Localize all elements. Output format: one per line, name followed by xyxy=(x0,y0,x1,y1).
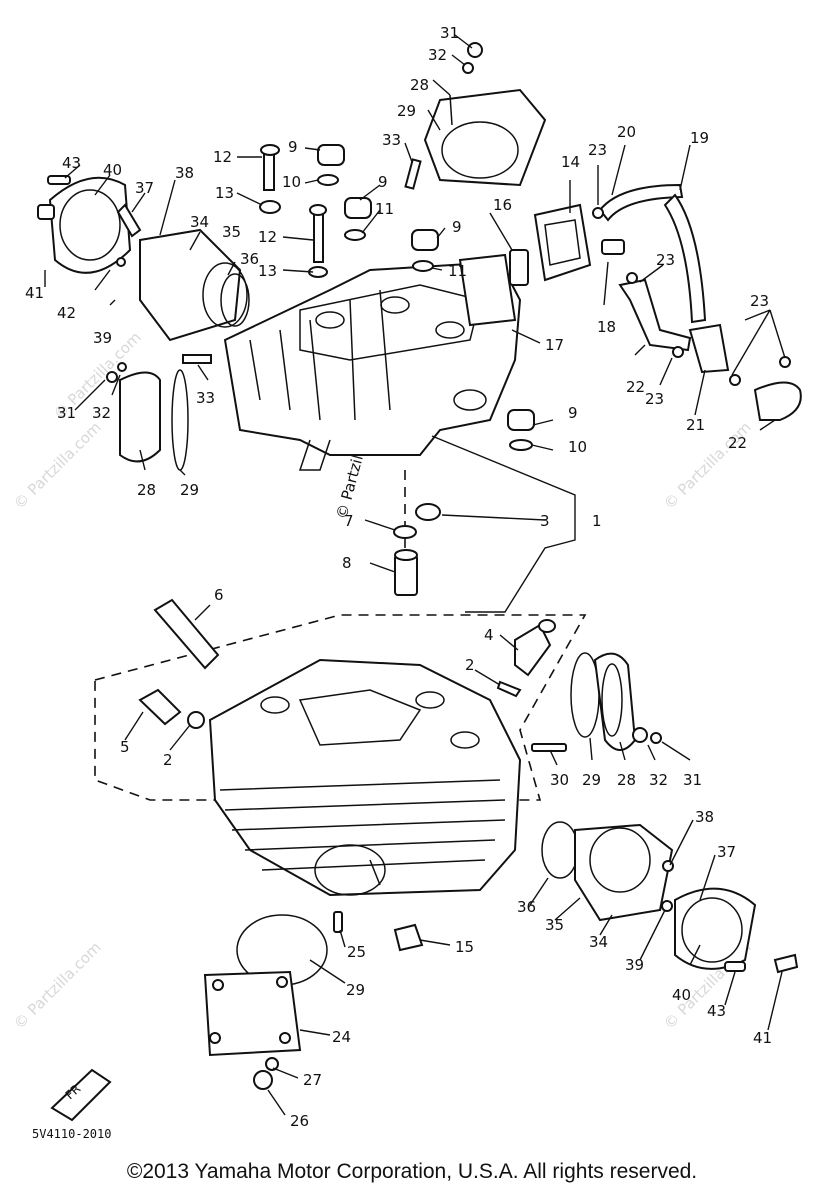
leader-lines xyxy=(44,34,786,1116)
callout-label: 22 xyxy=(728,434,747,452)
callout-label: 33 xyxy=(382,131,401,149)
callout-label: 12 xyxy=(213,148,232,166)
callout-label: 32 xyxy=(428,46,447,64)
bottom-parts xyxy=(203,911,424,1090)
callout-label: 30 xyxy=(550,771,569,789)
callout-label: 9 xyxy=(288,138,298,156)
callout-label: 19 xyxy=(690,129,709,147)
watermark-text: © Partzilla.com xyxy=(660,418,755,513)
callout-label: 37 xyxy=(135,179,154,197)
callout-label: 10 xyxy=(568,438,587,456)
callout-label: 28 xyxy=(137,481,156,499)
callout-label: 37 xyxy=(717,843,736,861)
right-side-lower-parts xyxy=(541,821,799,974)
callout-label: 26 xyxy=(290,1112,309,1130)
callout-label: 41 xyxy=(753,1029,772,1047)
callout-label: 9 xyxy=(452,218,462,236)
fasteners-lower xyxy=(138,598,567,752)
oil-delivery-parts xyxy=(393,435,576,613)
intake-joint-lower xyxy=(570,652,662,751)
diagram-code: 5V4110-2010 xyxy=(32,1127,111,1141)
callout-label: 23 xyxy=(750,292,769,310)
callout-label: 35 xyxy=(222,223,241,241)
callout-label: 8 xyxy=(342,554,352,572)
callout-label: 29 xyxy=(397,102,416,120)
front-direction-marker: FR xyxy=(50,1068,112,1122)
callout-label: 21 xyxy=(686,416,705,434)
callout-label: 15 xyxy=(455,938,474,956)
callout-label: 14 xyxy=(561,153,580,171)
callout-label: 43 xyxy=(707,1002,726,1020)
callout-label: 11 xyxy=(448,262,467,280)
callout-label: 35 xyxy=(545,916,564,934)
callout-label: 4 xyxy=(484,626,494,644)
callout-label: 39 xyxy=(93,329,112,347)
callout-label: 32 xyxy=(92,404,111,422)
callout-label: 41 xyxy=(25,284,44,302)
callout-label: 20 xyxy=(617,123,636,141)
callout-label: 22 xyxy=(626,378,645,396)
intake-joint-top xyxy=(423,42,547,187)
callout-label: 28 xyxy=(410,76,429,94)
callout-label: 29 xyxy=(582,771,601,789)
callout-label: 36 xyxy=(517,898,536,916)
callout-label: 34 xyxy=(589,933,608,951)
left-side-upper-parts xyxy=(37,175,250,471)
callout-label: 40 xyxy=(672,986,691,1004)
callout-label: 24 xyxy=(332,1028,351,1046)
callout-label: 29 xyxy=(180,481,199,499)
callout-label: 3 xyxy=(540,512,550,530)
callout-label: 12 xyxy=(258,228,277,246)
watermark-text: © Partzilla.com xyxy=(10,938,105,1033)
callout-label: 9 xyxy=(568,404,578,422)
callout-label: 32 xyxy=(649,771,668,789)
callout-label: 11 xyxy=(375,200,394,218)
callout-label: 18 xyxy=(597,318,616,336)
front-cylinder-head xyxy=(94,614,587,897)
callout-label: 31 xyxy=(440,24,459,42)
callout-label: 2 xyxy=(163,751,173,769)
callout-label: 9 xyxy=(378,173,388,191)
callout-label: 42 xyxy=(57,304,76,322)
callout-label: 25 xyxy=(347,943,366,961)
callout-label: 23 xyxy=(645,390,664,408)
callout-label: 40 xyxy=(103,161,122,179)
fasteners-top xyxy=(182,144,535,451)
callout-label: 31 xyxy=(683,771,702,789)
callout-label: 38 xyxy=(695,808,714,826)
air-valve-assembly xyxy=(458,203,625,327)
copyright-notice: ©2013 Yamaha Motor Corporation, U.S.A. A… xyxy=(126,1160,698,1183)
callout-label: 17 xyxy=(545,336,564,354)
callout-label: 1 xyxy=(592,512,602,530)
watermark-text: © Partzilla.com xyxy=(10,418,105,513)
callout-label: 31 xyxy=(57,404,76,422)
callout-label: 13 xyxy=(258,262,277,280)
callout-label: 33 xyxy=(196,389,215,407)
callout-label: 2 xyxy=(465,656,475,674)
callout-label: 28 xyxy=(617,771,636,789)
callout-label: 23 xyxy=(588,141,607,159)
callout-label: 43 xyxy=(62,154,81,172)
rear-cylinder-head xyxy=(223,260,522,471)
callout-label: 39 xyxy=(625,956,644,974)
hose-assembly xyxy=(592,183,802,421)
callout-label: 36 xyxy=(240,250,259,268)
callout-label: 23 xyxy=(656,251,675,269)
callout-labels: 31 32 28 29 33 9 10 12 13 9 11 9 11 12 1… xyxy=(25,24,772,1130)
callout-label: 6 xyxy=(214,586,224,604)
callout-label: 16 xyxy=(493,196,512,214)
callout-label: 34 xyxy=(190,213,209,231)
callout-label: 5 xyxy=(120,738,130,756)
callout-label: 10 xyxy=(282,173,301,191)
callout-label: 29 xyxy=(346,981,365,999)
callout-label: 27 xyxy=(303,1071,322,1089)
callout-label: 38 xyxy=(175,164,194,182)
callout-label: 13 xyxy=(215,184,234,202)
callout-label: 7 xyxy=(344,512,354,530)
